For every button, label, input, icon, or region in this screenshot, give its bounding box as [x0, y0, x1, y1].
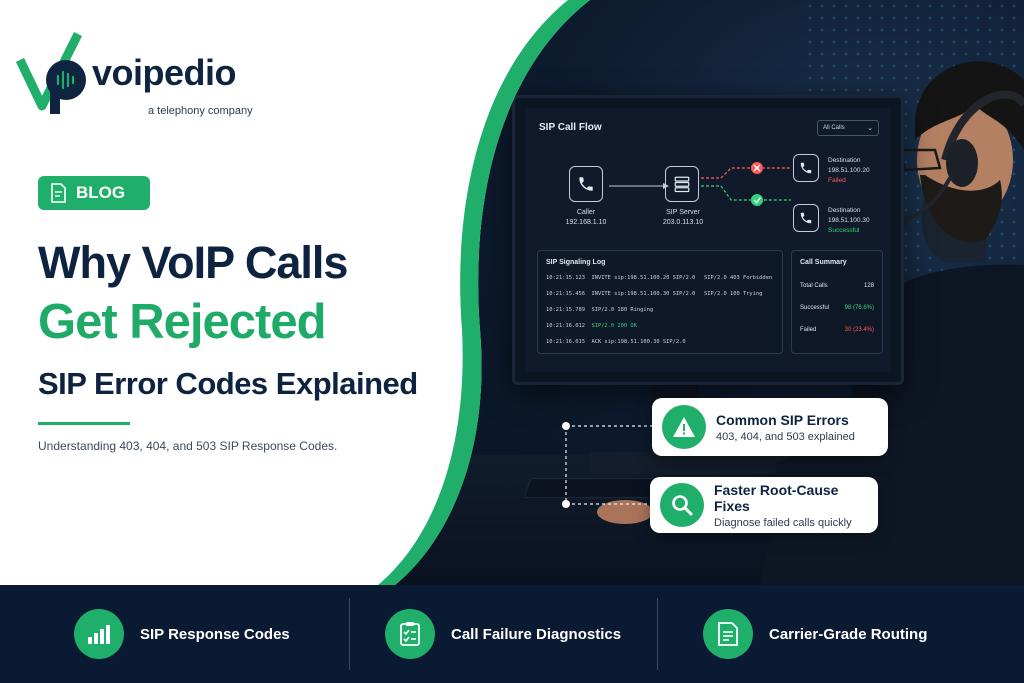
- server-label: SIP Server: [666, 209, 700, 216]
- caller-label: Caller: [576, 209, 596, 216]
- magnifier-icon: [660, 483, 704, 527]
- callout-common-sip-errors: Common SIP Errors 403, 404, and 503 expl…: [652, 398, 888, 456]
- log-response: SIP/2.0 403 Forbidden: [704, 275, 773, 281]
- log-row: 10:21:15.123 INVITE sip:198.51.100.20 SI…: [546, 275, 696, 281]
- log-row: 10:21:15.456 INVITE sip:198.51.100.30 SI…: [546, 291, 696, 297]
- subtitle: Understanding 403, 404, and 503 SIP Resp…: [38, 439, 338, 453]
- checklist-icon: [385, 609, 435, 659]
- feature-label: SIP Response Codes: [140, 625, 290, 643]
- server-ip: 203.0.113.10: [662, 219, 704, 226]
- feature-divider: [349, 598, 350, 670]
- routing-document-icon: [703, 609, 753, 659]
- feature-divider: [657, 598, 658, 670]
- screen-title: SIP Call Flow: [539, 122, 602, 133]
- log-row: 10:21:16.015 ACK sip:198.51.100.30 SIP/2…: [546, 339, 686, 345]
- log-response: SIP/2.0 100 Trying: [704, 291, 763, 297]
- feature-bar: SIP Response Codes Call Failure Diagnost…: [0, 585, 1024, 683]
- warning-icon: [662, 405, 706, 449]
- log-title: SIP Signaling Log: [546, 259, 606, 266]
- call-filter-value: All Calls: [823, 125, 845, 131]
- callout-text: 403, 404, and 503 explained: [716, 430, 855, 443]
- dest-success-status: Successful: [828, 227, 860, 234]
- dest-failed-ip: 198.51.100.20: [828, 167, 870, 174]
- log-row: 10:21:15.789 SIP/2.0 180 Ringing: [546, 307, 654, 313]
- phone-icon: [579, 177, 593, 191]
- voipedio-logo-icon: [16, 31, 86, 114]
- feature-carrier-grade-routing: Carrier-Grade Routing: [703, 585, 927, 683]
- headline-line3: SIP Error Codes Explained: [38, 366, 418, 401]
- monitor-stand-base: [590, 452, 776, 474]
- log-row: 10:21:16.012 SIP/2.0 200 OK: [546, 323, 637, 329]
- blog-label: BLOG: [76, 183, 126, 202]
- callout-title: Common SIP Errors: [716, 411, 849, 428]
- brand-tagline: a telephony company: [148, 105, 253, 117]
- call-filter-select[interactable]: All Calls ⌄: [817, 120, 879, 136]
- destination-success-node: [793, 204, 819, 232]
- server-icon: [674, 176, 690, 193]
- headline-line2: Get Rejected: [38, 295, 327, 349]
- dest-success-ip: 198.51.100.30: [828, 217, 870, 224]
- monitor: SIP Call Flow All Calls ⌄ Caller 192.168…: [512, 95, 904, 385]
- accent-rule: [38, 422, 130, 425]
- callout-title: Faster Root-Cause Fixes: [714, 481, 839, 514]
- callout-faster-fixes: Faster Root-Cause Fixes Diagnose failed …: [650, 477, 878, 533]
- caller-node: [569, 166, 603, 202]
- headline-line1: Why VoIP Calls: [38, 237, 348, 288]
- dest-success-label: Destination: [828, 207, 861, 214]
- blog-badge: BLOG: [38, 176, 150, 210]
- dest-failed-status: Failed: [828, 177, 846, 184]
- phone-icon: [800, 212, 812, 224]
- flow-arrow: [609, 183, 669, 189]
- chevron-down-icon: ⌄: [867, 125, 873, 132]
- sip-server-node: [665, 166, 699, 202]
- callout-text: Diagnose failed calls quickly: [714, 516, 852, 529]
- brand-name: voipedio: [92, 52, 237, 93]
- destination-failed-node: [793, 154, 819, 182]
- summary-title: Call Summary: [800, 259, 847, 266]
- route-paths: [701, 162, 791, 206]
- bar-chart-icon: [74, 609, 124, 659]
- callout-connector: [562, 422, 656, 508]
- sip-signaling-log-panel: SIP Signaling Log 10:21:15.123 INVITE si…: [537, 250, 783, 354]
- feature-label: Call Failure Diagnostics: [451, 625, 622, 643]
- feature-sip-response-codes: SIP Response Codes: [74, 585, 290, 683]
- monitor-screen: SIP Call Flow All Calls ⌄ Caller 192.168…: [525, 108, 891, 372]
- dest-failed-label: Destination: [828, 157, 861, 164]
- caller-ip: 192.168.1.10: [565, 219, 607, 226]
- feature-call-failure-diagnostics: Call Failure Diagnostics: [385, 585, 621, 683]
- document-edit-icon: [51, 183, 66, 203]
- phone-icon: [800, 162, 812, 174]
- feature-label: Carrier-Grade Routing: [769, 625, 928, 643]
